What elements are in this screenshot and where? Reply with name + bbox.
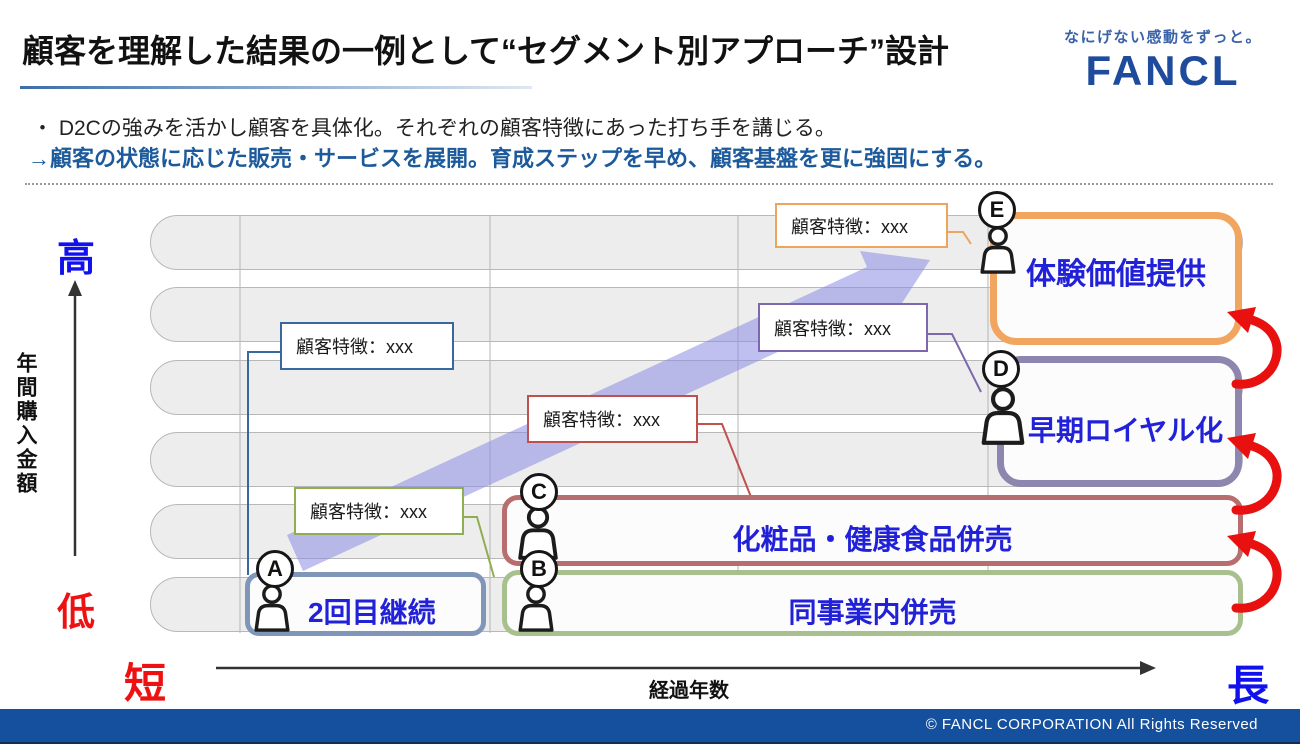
segment-letter-b: B [520,550,558,588]
x-axis-long-label: 長 [1227,662,1270,709]
segment-box-b: 同事業内併売 [502,570,1243,636]
fancl-wordmark: FANCL [1085,47,1241,94]
footer-copyright: © FANCL CORPORATION All Rights Reserved [925,716,1258,733]
title-underline [20,86,532,89]
callout-customer-traits-d: 顧客特徴：xxx [758,303,928,352]
person-icon-a [254,584,290,632]
callout-customer-traits-b: 顧客特徴：xxx [294,487,464,535]
segment-letter-d: D [982,350,1020,388]
bullet-line-1: ・ D2Cの強みを活かし顧客を具体化。それぞれの顧客特徴にあった打ち手を講じる。 [32,117,836,140]
segment-label-c: 化粧品・健康食品併売 [732,524,1013,555]
callout-customer-traits-e: 顧客特徴：xxx [775,203,948,248]
segment-box-e: 体験価値提供 [990,212,1242,345]
segment-letter-c: C [520,473,558,511]
segment-letter-a: A [256,550,294,588]
callout-customer-traits-a: 顧客特徴：xxx [280,322,454,370]
y-axis-low-label: 低 [57,592,96,634]
segment-letter-e: E [978,191,1016,229]
segment-box-c: 化粧品・健康食品併売 [502,495,1243,566]
footer-bar [0,709,1300,744]
fancl-logo: なにげない感動をずっと。 FANCL [1064,26,1262,92]
x-axis-arrow [216,661,1156,675]
segment-label-d: 早期ロイヤル化 [1028,415,1224,446]
y-axis-arrow [68,280,82,556]
segment-label-b: 同事業内併売 [788,597,957,628]
logo-tagline: なにげない感動をずっと。 [1063,29,1262,46]
y-axis-title: 年間購入金額 [14,352,37,496]
segment-label-a: 2回目継続 [308,597,436,628]
x-axis-short-label: 短 [124,660,167,707]
page-title: 顧客を理解した結果の一例として“セグメント別アプローチ”設計 [22,33,950,69]
y-axis-high-label: 高 [57,238,96,280]
person-icon-d [981,387,1025,445]
person-icon-e [980,226,1016,274]
segment-label-e: 体験価値提供 [1026,258,1206,291]
segment-box-d: 早期ロイヤル化 [997,356,1242,487]
bullet-line-2: →顧客の状態に応じた販売・サービスを展開。育成ステップを早め、顧客基盤を更に強固… [28,146,997,171]
callout-customer-traits-c: 顧客特徴：xxx [527,395,698,443]
dotted-separator [25,183,1273,185]
person-icon-b [518,584,554,632]
x-axis-title: 経過年数 [649,680,729,702]
